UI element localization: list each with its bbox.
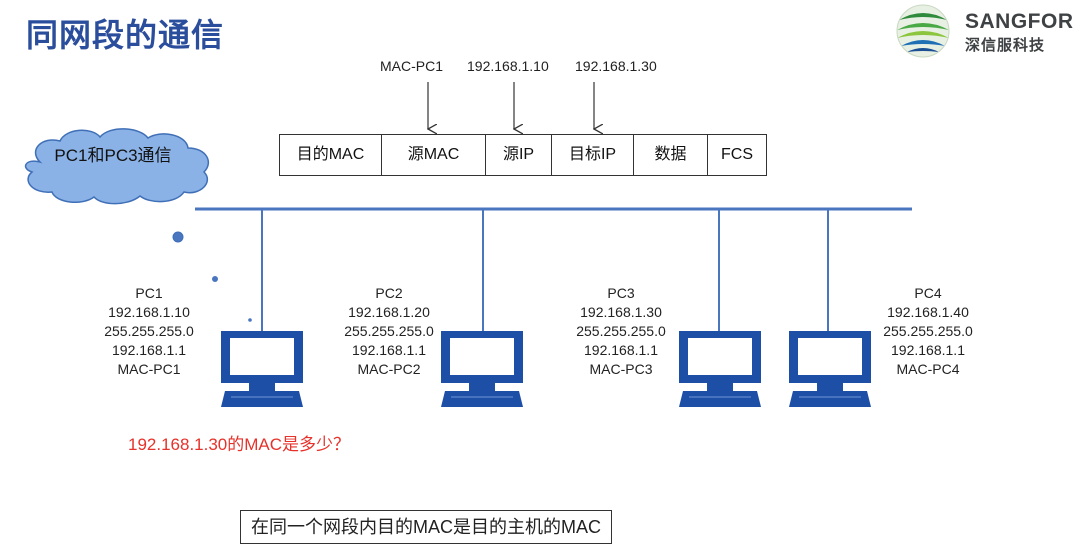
header-label-dst-ip: 192.168.1.30 bbox=[575, 58, 657, 74]
thought-cloud bbox=[24, 128, 252, 322]
pc4-ip: 192.168.1.40 bbox=[887, 304, 969, 320]
thought-bubble-medium bbox=[212, 276, 218, 282]
pc1-computer-icon bbox=[221, 331, 303, 407]
sangfor-globe-icon bbox=[896, 4, 950, 58]
pc3-gateway: 192.168.1.1 bbox=[584, 342, 658, 358]
logo-brand: SANGFOR bbox=[965, 10, 1074, 33]
question-text: 192.168.1.30的MAC是多少？ bbox=[128, 435, 351, 454]
pc4-mask: 255.255.255.0 bbox=[883, 323, 973, 339]
pc1-mac: MAC-PC1 bbox=[117, 361, 181, 377]
pc4-gateway: 192.168.1.1 bbox=[891, 342, 965, 358]
page-title: 同网段的通信 bbox=[26, 17, 225, 53]
header-label-src-mac: MAC-PC1 bbox=[380, 58, 444, 74]
pc3-mask: 255.255.255.0 bbox=[576, 323, 666, 339]
logo-subtitle: 深信服科技 bbox=[965, 37, 1046, 54]
sangfor-logo: SANGFOR 深信服科技 bbox=[893, 2, 1083, 60]
pc3-ip: 192.168.1.30 bbox=[580, 304, 662, 320]
pc2-name: PC2 bbox=[375, 285, 403, 301]
thought-bubble-small bbox=[248, 318, 252, 322]
note-box: 在同一个网段内目的MAC是目的主机的MAC bbox=[240, 510, 612, 544]
pc2-mac: MAC-PC2 bbox=[357, 361, 421, 377]
frame-field-dst-ip: 目标IP bbox=[552, 135, 634, 175]
frame-field-fcs: FCS bbox=[721, 146, 753, 163]
pc4-computer-icon bbox=[789, 331, 871, 407]
pc1-info: PC1 192.168.1.10 255.255.255.0 192.168.1… bbox=[79, 284, 219, 379]
pc3-name: PC3 bbox=[607, 285, 635, 301]
cloud-text: PC1和PC3通信 bbox=[54, 146, 172, 165]
frame-field-dst-mac: 目的MAC bbox=[280, 135, 382, 175]
pc1-gateway: 192.168.1.1 bbox=[112, 342, 186, 358]
pc2-info: PC2 192.168.1.20 255.255.255.0 192.168.1… bbox=[319, 284, 459, 379]
thought-bubble-large bbox=[172, 231, 184, 243]
pc1-ip: 192.168.1.10 bbox=[108, 304, 190, 320]
pc3-computer-icon bbox=[679, 331, 761, 407]
pc2-mask: 255.255.255.0 bbox=[344, 323, 434, 339]
frame-field-src-ip: 源IP bbox=[486, 135, 552, 175]
frame-field-src-mac: 源MAC bbox=[382, 135, 486, 175]
pc4-name: PC4 bbox=[914, 285, 942, 301]
pc2-gateway: 192.168.1.1 bbox=[352, 342, 426, 358]
pc4-mac: MAC-PC4 bbox=[896, 361, 960, 377]
ethernet-frame: 目的MAC 源MAC 源IP 目标IP 数据 FCS bbox=[279, 134, 767, 176]
frame-field-data: 数据 bbox=[634, 135, 708, 175]
pc3-info: PC3 192.168.1.30 255.255.255.0 192.168.1… bbox=[551, 284, 691, 379]
pc1-mask: 255.255.255.0 bbox=[104, 323, 194, 339]
pc1-name: PC1 bbox=[135, 285, 163, 301]
header-label-src-ip: 192.168.1.10 bbox=[467, 58, 549, 74]
pc2-ip: 192.168.1.20 bbox=[348, 304, 430, 320]
pc2-computer-icon bbox=[441, 331, 523, 407]
pc3-mac: MAC-PC3 bbox=[589, 361, 653, 377]
pc4-info: PC4 192.168.1.40 255.255.255.0 192.168.1… bbox=[858, 284, 998, 379]
